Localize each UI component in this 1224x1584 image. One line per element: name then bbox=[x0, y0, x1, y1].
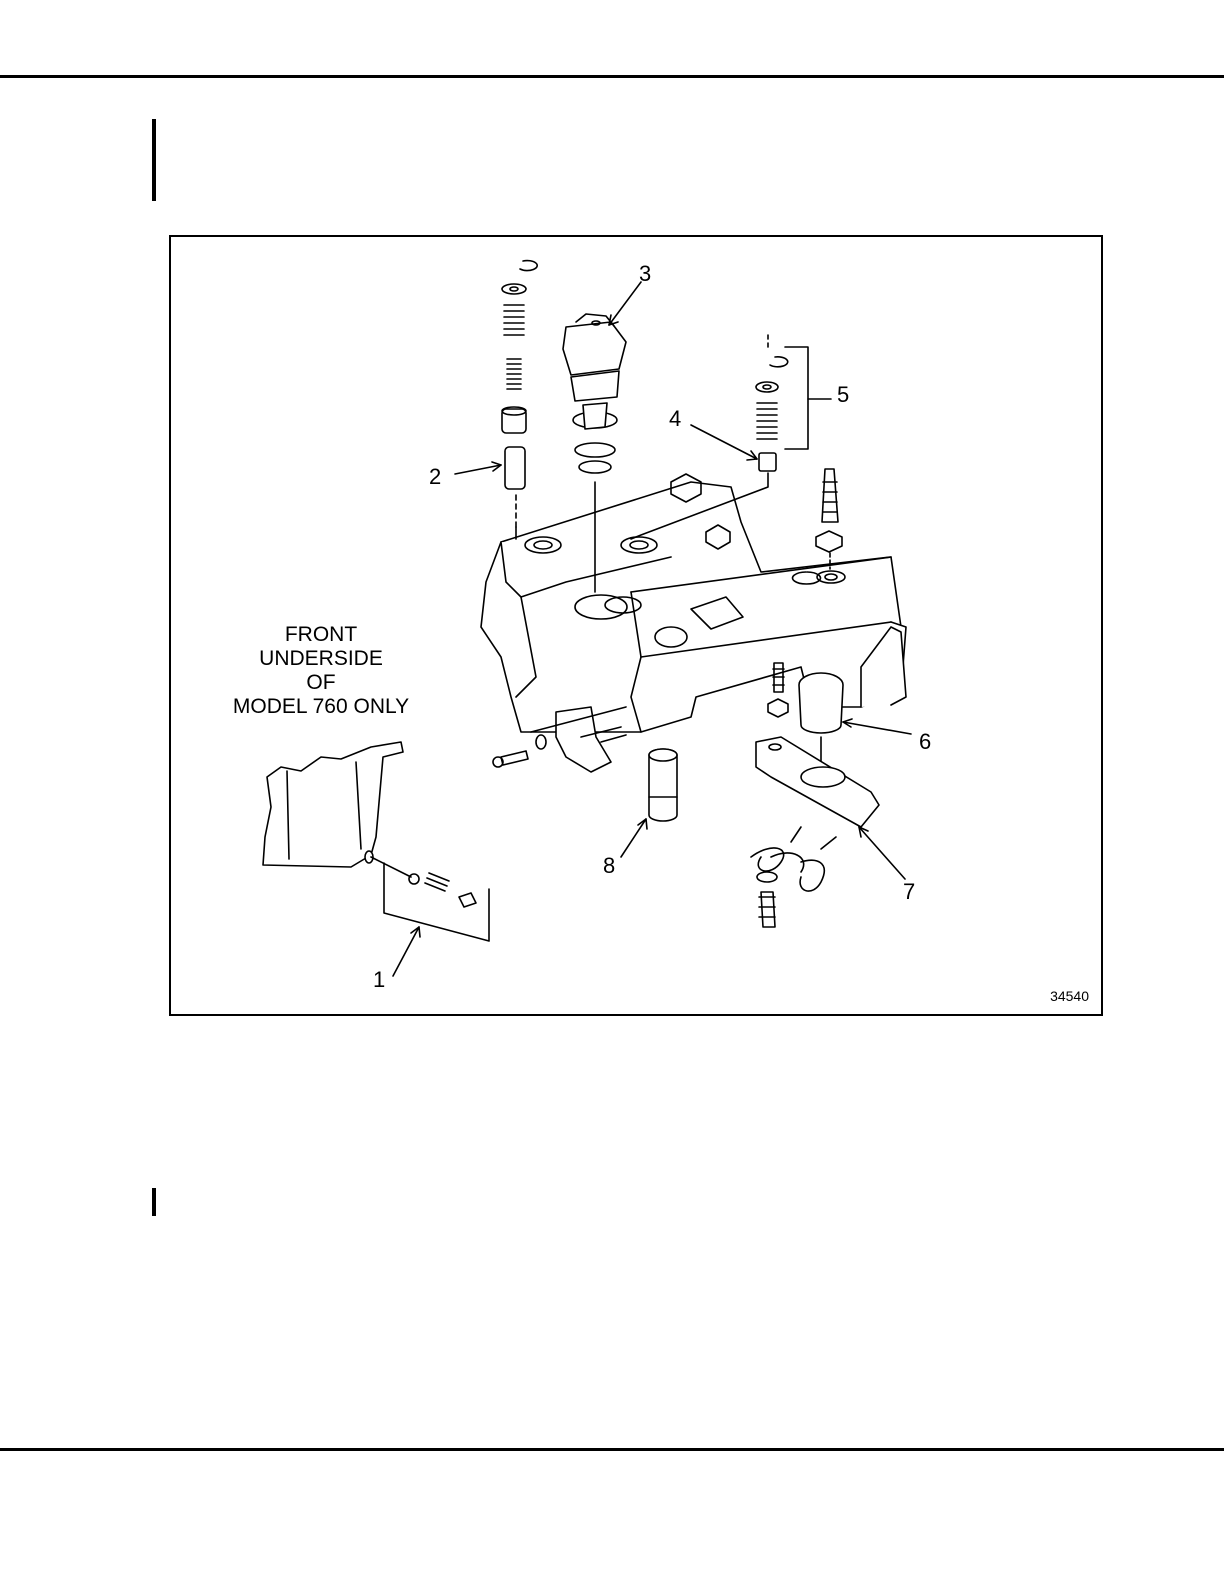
adjust-screw-right bbox=[816, 469, 842, 569]
change-bar-top bbox=[152, 119, 156, 201]
figure-number: 34540 bbox=[1050, 988, 1089, 1004]
bottom-rule bbox=[0, 1448, 1224, 1451]
note-line-1: FRONT bbox=[211, 623, 431, 647]
callout-2: 2 bbox=[429, 466, 441, 488]
callout-3: 3 bbox=[639, 263, 651, 285]
note-line-4: MODEL 760 ONLY bbox=[211, 695, 431, 719]
note-line-2: UNDERSIDE bbox=[211, 647, 431, 671]
plunger-cylinder bbox=[649, 749, 677, 821]
valve-stack-left bbox=[502, 261, 537, 539]
callout-5: 5 bbox=[837, 384, 849, 406]
callout-8: 8 bbox=[603, 855, 615, 877]
figure-frame: 1 2 3 4 5 6 7 8 FRONT UNDERSIDE OF MODEL… bbox=[169, 235, 1103, 1016]
lever bbox=[756, 737, 879, 827]
callout-7: 7 bbox=[903, 881, 915, 903]
model-760-note: FRONT UNDERSIDE OF MODEL 760 ONLY bbox=[211, 623, 431, 719]
callout-1: 1 bbox=[373, 969, 385, 991]
callout-6: 6 bbox=[919, 731, 931, 753]
change-bar-bottom bbox=[152, 1188, 156, 1216]
callout-4: 4 bbox=[669, 408, 681, 430]
torsion-spring bbox=[751, 827, 836, 927]
inset-front-underside bbox=[263, 742, 403, 867]
top-rule bbox=[0, 75, 1224, 78]
note-line-3: OF bbox=[211, 671, 431, 695]
